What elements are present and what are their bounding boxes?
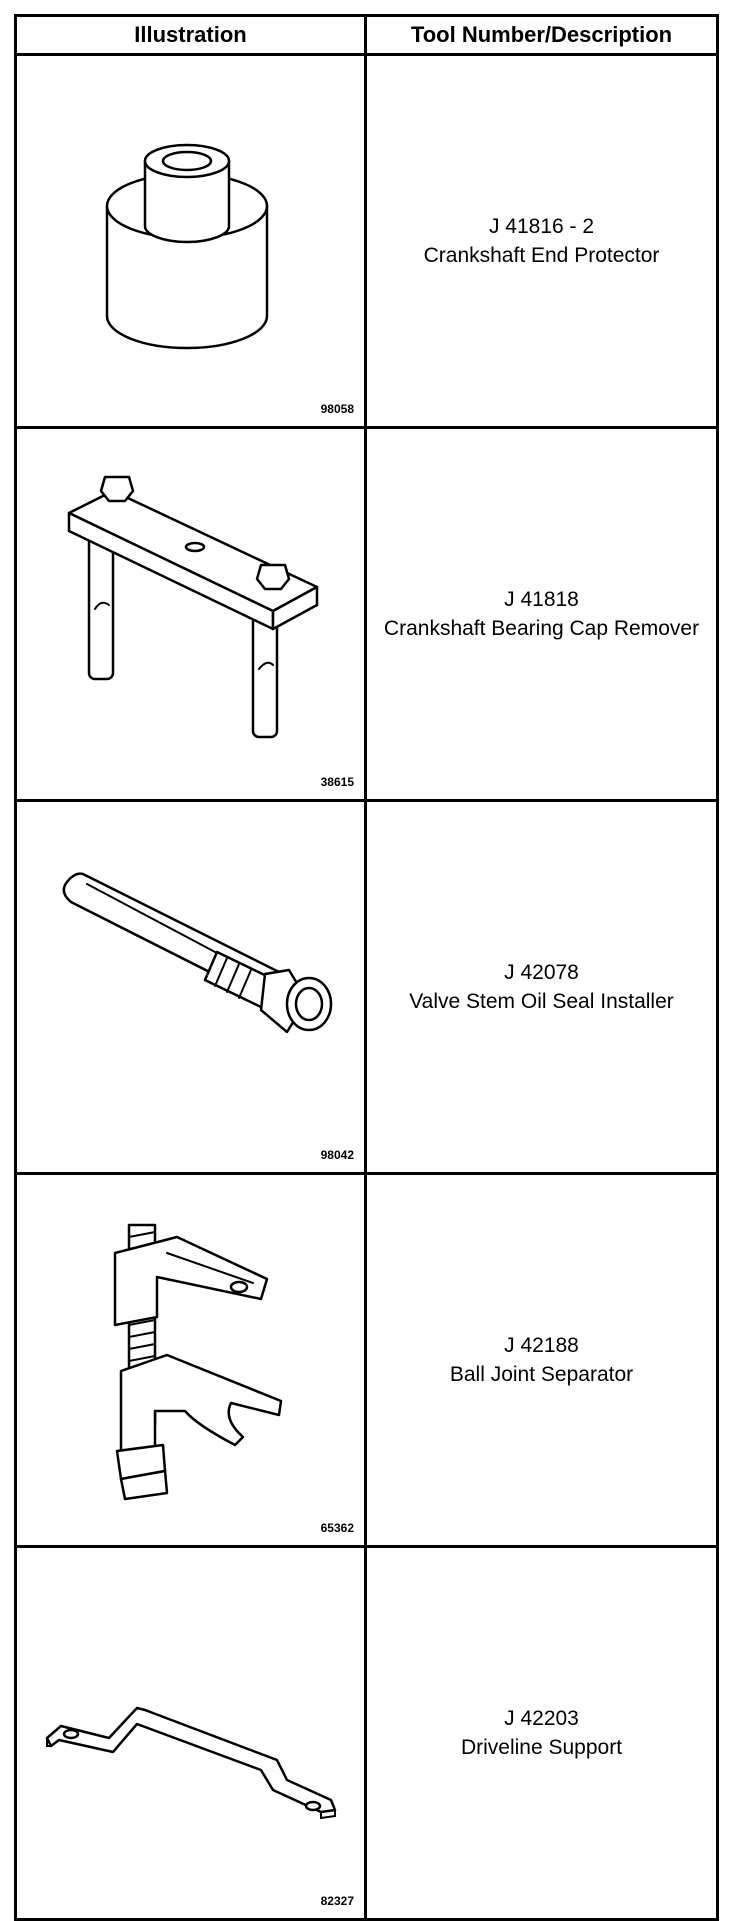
illustration-cell: 65362 <box>14 1172 367 1548</box>
illustration-cell: 82327 <box>14 1545 367 1921</box>
table-row: 65362 J 42188 Ball Joint Separator <box>14 1172 719 1548</box>
tool-number: J 42078 <box>504 960 579 984</box>
tool-description: Driveline Support <box>460 1736 623 1759</box>
tool-number: J 42188 <box>504 1333 579 1357</box>
table-row: 38615 J 41818 Crankshaft Bearing Cap Rem… <box>14 426 719 802</box>
bearing-cap-remover-illustration <box>67 475 319 739</box>
tool-description: Valve Stem Oil Seal Installer <box>409 990 674 1013</box>
illustration-cell: 98042 <box>14 799 367 1175</box>
tool-cell: J 42203 Driveline Support <box>364 1545 719 1921</box>
illustration-cell: 38615 <box>14 426 367 802</box>
table-row: 98058 J 41816 - 2 Crankshaft End Protect… <box>14 53 719 429</box>
end-protector-illustration <box>105 143 269 350</box>
figure-number: 38615 <box>320 775 354 789</box>
table-row: 98042 J 42078 Valve Stem Oil Seal Instal… <box>14 799 719 1175</box>
tool-cell: J 42188 Ball Joint Separator <box>364 1172 719 1548</box>
tool-description: Crankshaft Bearing Cap Remover <box>383 617 700 640</box>
tool-cell: J 41818 Crankshaft Bearing Cap Remover <box>364 426 719 802</box>
figure-number: 65362 <box>320 1521 354 1535</box>
tool-number: J 42203 <box>504 1706 579 1730</box>
header-row: Illustration Tool Number/Description <box>14 14 719 56</box>
tool-description: Crankshaft End Protector <box>423 244 660 267</box>
ball-joint-separator-illustration <box>113 1223 283 1501</box>
special-tools-table: Illustration Tool Number/Description 980… <box>14 14 719 1921</box>
tool-description: Ball Joint Separator <box>449 1363 634 1386</box>
tool-number: J 41816 - 2 <box>488 214 595 238</box>
figure-number: 82327 <box>320 1894 354 1908</box>
tool-cell: J 42078 Valve Stem Oil Seal Installer <box>364 799 719 1175</box>
tool-number: J 41818 <box>504 587 579 611</box>
table-row: 82327 J 42203 Driveline Support <box>14 1545 719 1921</box>
seal-installer-illustration <box>62 872 333 1034</box>
header-illustration: Illustration <box>14 14 367 56</box>
tool-cell: J 41816 - 2 Crankshaft End Protector <box>364 53 719 429</box>
driveline-support-illustration <box>45 1706 337 1820</box>
header-tool: Tool Number/Description <box>364 14 719 56</box>
figure-number: 98042 <box>320 1148 354 1162</box>
figure-number: 98058 <box>320 402 354 416</box>
illustration-cell: 98058 <box>14 53 367 429</box>
